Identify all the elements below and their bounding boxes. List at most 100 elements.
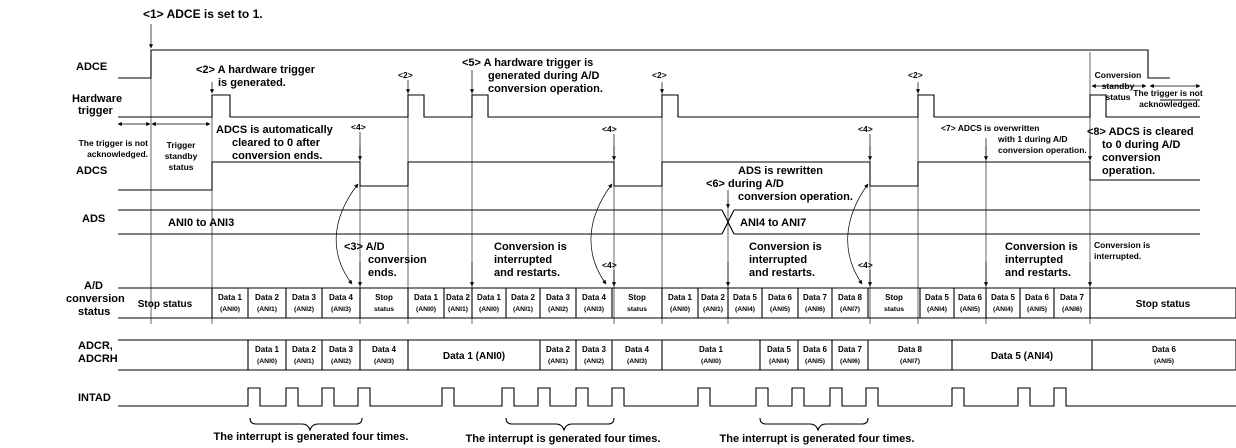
- status-cell-15-channel: (ANI1): [703, 306, 723, 313]
- restart-a-line1: Conversion is: [494, 241, 567, 253]
- adcr-cell-9-label: Data 1: [699, 345, 724, 354]
- restart-c-line2: interrupted: [1005, 254, 1063, 266]
- note-2b: <2>: [398, 70, 413, 80]
- status-cell-20-channel: status: [884, 306, 904, 313]
- interrupted-line1: Conversion is: [1094, 240, 1150, 250]
- status-cell-16-channel: (ANI4): [735, 306, 755, 313]
- note-6-line3: conversion operation.: [738, 191, 853, 203]
- status-cell-6-channel: status: [374, 306, 394, 313]
- adcr-cell-6-label: Data 2: [546, 345, 571, 354]
- note-4a: <4>: [351, 122, 366, 132]
- status-cell-24-channel: (ANI5): [1027, 306, 1047, 313]
- note-5-line3: conversion operation.: [488, 83, 603, 95]
- status-cell-20-label: Stop: [885, 293, 903, 302]
- status-cell-19-channel: (ANI7): [840, 306, 860, 313]
- status-cell-24-label: Data 6: [1025, 293, 1050, 302]
- restart-b-line1: Conversion is: [749, 241, 822, 253]
- interrupted-line2: interrupted.: [1094, 251, 1141, 261]
- hw-trigger-label-2: trigger: [78, 105, 114, 117]
- note-2a-line2: is generated.: [218, 77, 286, 89]
- note-3-line2: conversion: [368, 254, 427, 266]
- note-4d: <4>: [602, 260, 617, 270]
- status-cell-6-label: Stop: [375, 293, 393, 302]
- adcr-cell-13-label: Data 8: [898, 345, 923, 354]
- adcr-cell-12-channel: (ANI6): [840, 358, 860, 365]
- status-cell-7-label: Data 1: [414, 293, 439, 302]
- restart-c-line1: Conversion is: [1005, 241, 1078, 253]
- status-cell-3-channel: (ANI1): [257, 306, 277, 313]
- status-cell-17-label: Data 6: [768, 293, 793, 302]
- status-cell-8-label: Data 2: [446, 293, 471, 302]
- note-8-line4: operation.: [1102, 165, 1155, 177]
- status-cell-15-label: Data 2: [701, 293, 726, 302]
- status-cell-23-label: Data 5: [991, 293, 1016, 302]
- cleared-line1: ADCS is automatically: [216, 124, 334, 136]
- status-cell-10-label: Data 2: [511, 293, 536, 302]
- status-cell-25-label: Data 7: [1060, 293, 1085, 302]
- status-cell-9-channel: (ANI0): [479, 306, 499, 313]
- adcr-cell-13-channel: (ANI7): [900, 358, 920, 365]
- status-cell-11-channel: (ANI2): [548, 306, 568, 313]
- status-cell-4-channel: (ANI2): [294, 306, 314, 313]
- trigger-standby-line1: Trigger: [167, 140, 197, 150]
- ads-value-1: ANI0 to ANI3: [168, 217, 234, 229]
- status-cell-3-label: Data 2: [255, 293, 280, 302]
- adcr-cell-7-label: Data 3: [582, 345, 607, 354]
- note-7-line3: conversion operation.: [998, 145, 1087, 155]
- status-cell-7-channel: (ANI0): [416, 306, 436, 313]
- note-1: <1> ADCE is set to 1.: [143, 7, 263, 21]
- note-8-line3: conversion: [1102, 152, 1161, 164]
- adcs-wave: [118, 161, 1200, 191]
- conv-standby-line2: standby: [1102, 81, 1135, 91]
- adcr-cell-10-label: Data 5: [767, 345, 792, 354]
- status-cell-17-channel: (ANI5): [770, 306, 790, 313]
- status-cell-11-label: Data 3: [546, 293, 571, 302]
- adcr-cell-7-channel: (ANI2): [584, 358, 604, 365]
- note-2d: <2>: [908, 70, 923, 80]
- adcr-cell-3-channel: (ANI2): [331, 358, 351, 365]
- adce-wave: [118, 49, 1170, 79]
- guide-lines: [150, 52, 1091, 324]
- status-cell-18-channel: (ANI6): [805, 306, 825, 313]
- adcr-cell-4-label: Data 4: [372, 345, 397, 354]
- note-4c: <4>: [858, 124, 873, 134]
- adcr-cell-11-channel: (ANI5): [805, 358, 825, 365]
- status-cell-2-label: Data 1: [218, 293, 243, 302]
- adcr-label-2: ADCRH: [78, 353, 118, 365]
- arrows: [117, 24, 1201, 287]
- adcr-cell-9-channel: (ANI0): [701, 358, 721, 365]
- restart-a-line2: interrupted: [494, 254, 552, 266]
- ads-label: ADS: [82, 213, 105, 225]
- status-cell-25-channel: (ANI6): [1062, 306, 1082, 313]
- status-cell-21-channel: (ANI4): [927, 306, 947, 313]
- status-cell-10-channel: (ANI1): [513, 306, 533, 313]
- status-cell-1-label: Stop status: [138, 299, 193, 310]
- adcr-cell-4-channel: (ANI3): [374, 358, 394, 365]
- adcr-cell-5-label: Data 1 (ANI0): [443, 351, 505, 362]
- adcr-label-1: ADCR,: [78, 340, 113, 352]
- adcr-cell-8-channel: (ANI3): [627, 358, 647, 365]
- adcr-cell-10-channel: (ANI4): [769, 358, 789, 365]
- adcr-cell-6-channel: (ANI1): [548, 358, 568, 365]
- adcr-cell-11-label: Data 6: [803, 345, 828, 354]
- note-5-line1: <5> A hardware trigger is: [462, 57, 593, 69]
- status-cell-22-channel: (ANI5): [960, 306, 980, 313]
- adcr-cell-2-label: Data 2: [292, 345, 317, 354]
- note-6-line1: ADS is rewritten: [738, 165, 823, 177]
- status-cell-2-channel: (ANI0): [220, 306, 240, 313]
- status-cell-4-label: Data 3: [292, 293, 317, 302]
- notack-left-line1: The trigger is not: [79, 138, 149, 148]
- note-2c: <2>: [652, 70, 667, 80]
- trigger-standby-line3: status: [168, 162, 193, 172]
- signal-labels: ADCE Hardware trigger ADCS ADS A/D conve…: [66, 61, 125, 404]
- adcr-cell-2-channel: (ANI1): [294, 358, 314, 365]
- note-6-line2: <6> during A/D: [706, 178, 784, 190]
- ad-status-bus: Stop status Data 1 (ANI0) Data 2 (ANI1) Data …: [118, 287, 1236, 319]
- hw-trigger-wave: [118, 94, 1200, 118]
- status-cell-19-label: Data 8: [838, 293, 863, 302]
- intad-wave: [118, 387, 1236, 407]
- adcr-bus: Data 1 (ANI0) Data 2 (ANI1) Data 3 (ANI2) Data…: [118, 339, 1236, 371]
- note-4b: <4>: [602, 124, 617, 134]
- conv-standby-line3: status: [1105, 92, 1130, 102]
- status-cell-21-label: Data 5: [925, 293, 950, 302]
